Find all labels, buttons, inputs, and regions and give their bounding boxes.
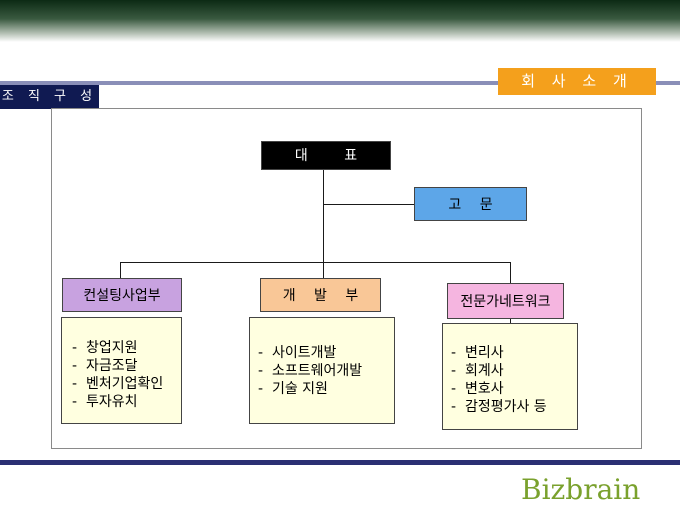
duty-item: 벤처기업확인 [72, 375, 181, 393]
duty-item: 변리사 [451, 344, 577, 362]
consulting-duties-list: 창업지원 자금조달 벤처기업확인 투자유치 [61, 317, 182, 424]
connector-consult-drop [120, 262, 121, 278]
development-dept-box: 개 발 부 [260, 278, 381, 312]
development-duties-list: 사이트개발 소프트웨어개발 기술 지원 [249, 317, 395, 424]
duty-item: 자금조달 [72, 357, 181, 375]
connector-network-drop [510, 262, 511, 283]
duty-item: 소프트웨어개발 [258, 362, 394, 380]
connector-advisor-branch [323, 204, 414, 205]
expert-network-box: 전문가네트워크 [447, 283, 564, 319]
duty-item: 회계사 [451, 362, 577, 380]
connector-ceo-trunk [323, 170, 324, 263]
footer-rule [0, 460, 680, 465]
duty-item: 사이트개발 [258, 344, 394, 362]
connector-horizontal-bus [120, 262, 510, 263]
consulting-dept-box: 컨설팅사업부 [62, 278, 182, 312]
duty-item: 창업지원 [72, 339, 181, 357]
header-rule [0, 81, 680, 85]
duty-item: 감정평가사 등 [451, 398, 577, 416]
connector-dev-drop [323, 262, 324, 278]
duty-item: 투자유치 [72, 393, 181, 411]
connector-network-duties [510, 319, 511, 323]
duty-item: 기술 지원 [258, 380, 394, 398]
duty-item: 변호사 [451, 380, 577, 398]
ceo-box: 대 표 [261, 141, 391, 170]
page-title-badge: 회 사 소 개 [498, 68, 656, 95]
advisor-box: 고 문 [414, 187, 527, 221]
network-duties-list: 변리사 회계사 변호사 감정평가사 등 [442, 323, 578, 430]
top-gradient-band [0, 0, 680, 42]
section-tab: 조 직 구 성 [0, 85, 99, 109]
bizbrain-logo: Bizbrain [521, 473, 641, 506]
